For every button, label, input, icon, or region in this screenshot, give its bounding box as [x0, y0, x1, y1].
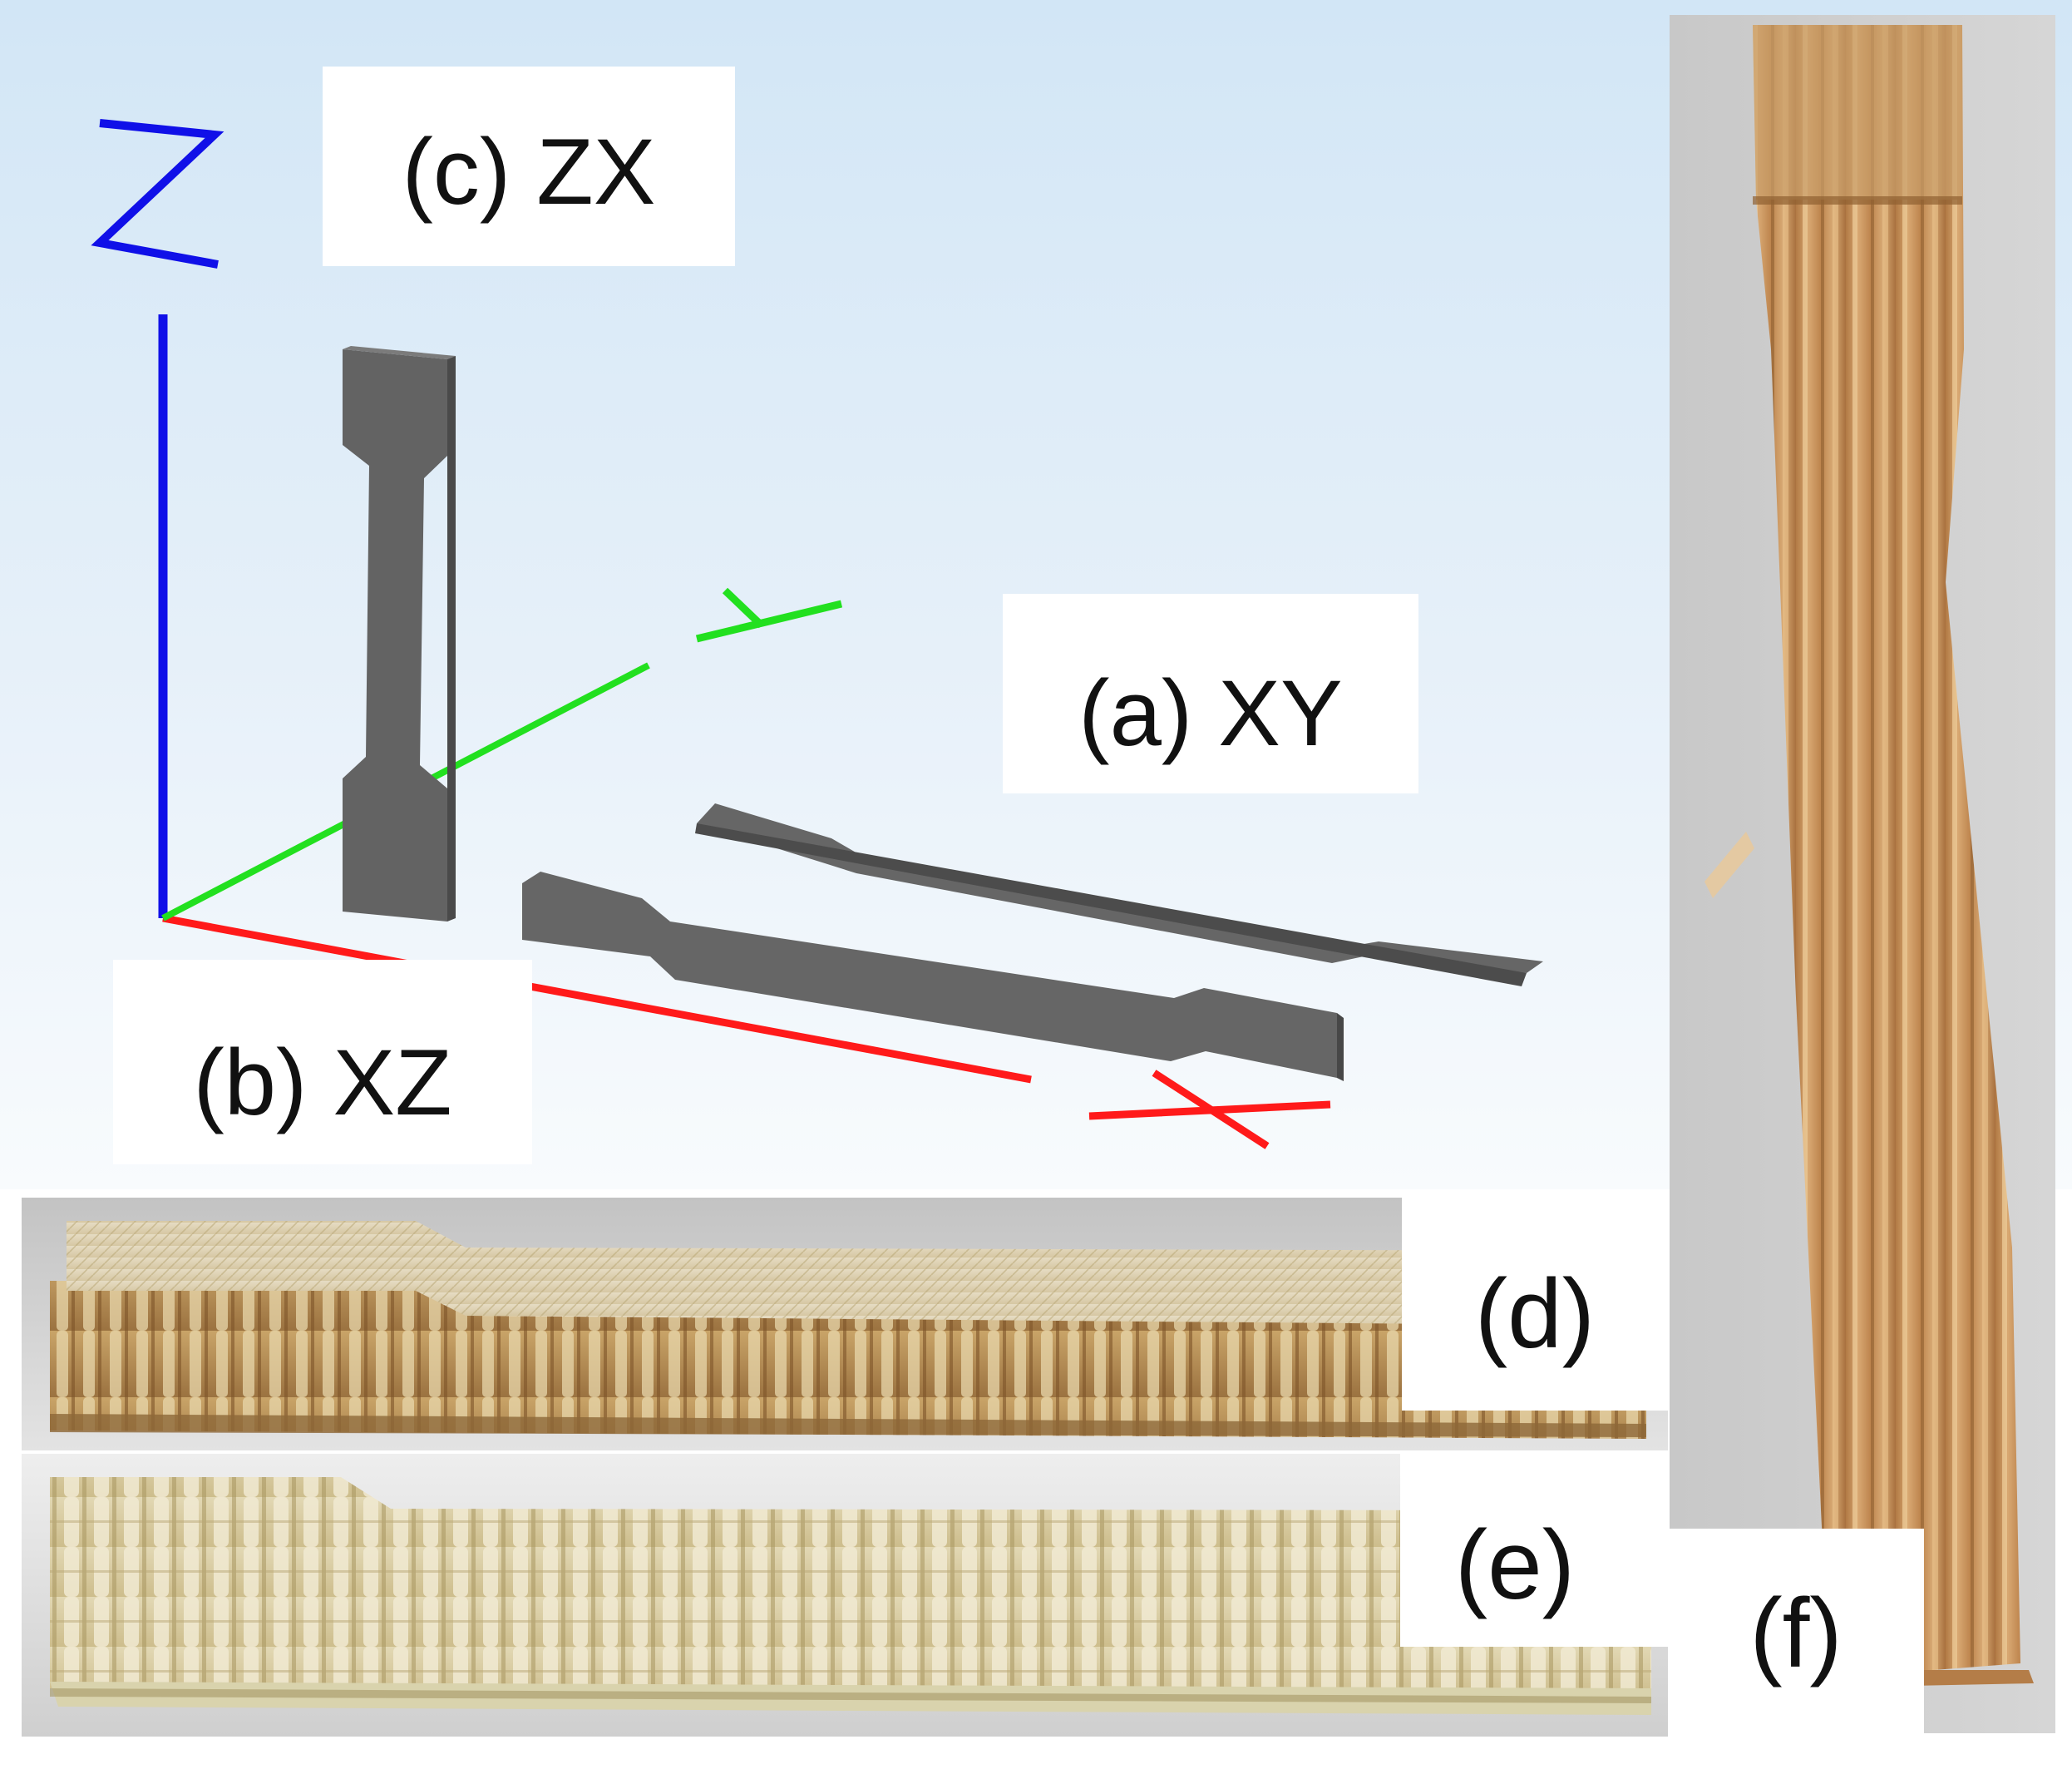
photo-d: (d)	[22, 1198, 1668, 1450]
label-e: (e)	[1455, 1510, 1575, 1620]
specimen-xy-cad	[695, 803, 1543, 986]
label-b: (b) XZ	[193, 1030, 451, 1134]
x-axis-glyph	[1088, 1070, 1331, 1149]
y-axis-glyph	[695, 587, 843, 643]
specimen-xz-cad	[522, 872, 1344, 1081]
label-a: (a) XY	[1078, 661, 1342, 765]
specimen-zx-cad	[343, 346, 456, 922]
photo-e: (e)	[22, 1454, 1668, 1737]
photo-f: (f)	[1670, 15, 2055, 1733]
label-d: (d)	[1475, 1259, 1595, 1369]
label-box-b: (b) XZ	[113, 960, 532, 1164]
label-f: (f)	[1749, 1579, 1842, 1688]
x-axis-line	[162, 914, 1032, 1084]
z-axis-glyph	[91, 119, 224, 269]
label-box-c: (c) ZX	[323, 67, 735, 266]
label-box-a: (a) XY	[1003, 594, 1418, 793]
label-c: (c) ZX	[402, 120, 656, 224]
